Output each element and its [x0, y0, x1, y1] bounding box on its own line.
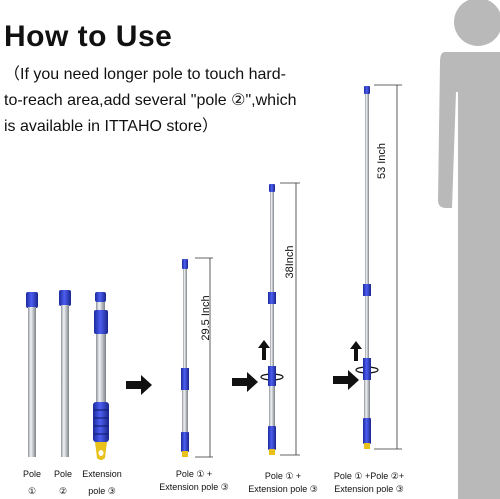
- dimension-label-short: 29.5 Inch: [200, 295, 212, 341]
- label-text: Pole: [22, 469, 41, 479]
- up-arrow-icon: [350, 341, 362, 361]
- assembly-mid: [268, 182, 300, 456]
- note-line: （If you need longer pole to touch hard-: [4, 66, 286, 83]
- label-text: Extension: [82, 469, 122, 479]
- note-line: to-reach area,add several "pole ②",which: [4, 92, 297, 109]
- label-pole-1: Pole ①: [18, 468, 46, 498]
- note-line: is available in ITTAHO store）: [4, 118, 218, 135]
- person-silhouette-icon: [438, 0, 500, 499]
- up-arrow-icon: [258, 340, 270, 360]
- label-text: Pole: [53, 469, 72, 479]
- right-arrow-icon: [232, 372, 258, 392]
- label-text: Pole ① +: [175, 469, 213, 479]
- label-text: ②: [58, 486, 68, 496]
- label-text: ①: [27, 486, 37, 496]
- label-text: Extension pole ③: [248, 484, 318, 494]
- label-text: Extension pole ③: [334, 484, 404, 494]
- page-title: How to Use: [4, 20, 173, 53]
- label-combo-2: Pole ① + Extension pole ③: [240, 470, 326, 496]
- label-text: Pole ① +Pole ②+: [333, 471, 405, 481]
- label-pole-2: Pole ②: [49, 468, 77, 498]
- assembly-long: [363, 84, 402, 450]
- pole-1: [26, 292, 38, 457]
- label-text: Extension pole ③: [159, 482, 229, 492]
- label-combo-1: Pole ① + Extension pole ③: [152, 468, 236, 494]
- label-extension-pole: Extension pole ③: [76, 468, 128, 498]
- label-combo-3: Pole ① +Pole ②+ Extension pole ③: [326, 470, 412, 496]
- extension-pole-3: [93, 292, 109, 460]
- dimension-label-mid: 38Inch: [284, 245, 296, 279]
- assembly-short: [181, 257, 213, 458]
- right-arrow-icon: [126, 375, 152, 395]
- label-text: pole ③: [88, 486, 116, 496]
- instruction-note: （If you need longer pole to touch hard- …: [4, 62, 364, 140]
- right-arrow-icon: [333, 370, 359, 390]
- pole-2: [59, 290, 71, 457]
- dimension-label-long: 53 Inch: [376, 142, 388, 180]
- label-text: Pole ① +: [264, 471, 302, 481]
